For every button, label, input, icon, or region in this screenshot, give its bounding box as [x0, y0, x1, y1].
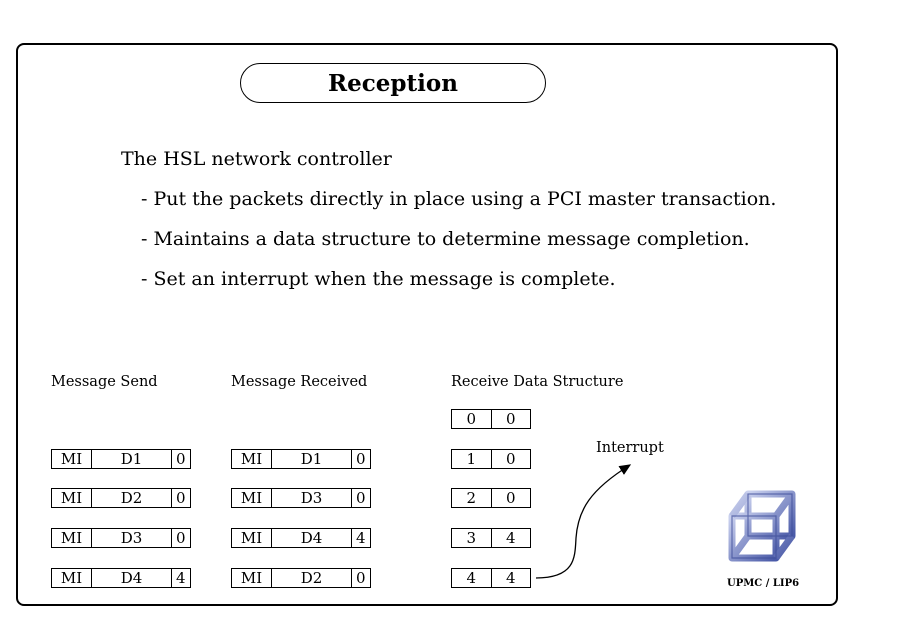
logo-caption: UPMC / LIP6 — [727, 578, 800, 589]
received-row-4: MI D2 0 — [231, 568, 371, 588]
structure-row-2-index: 2 — [452, 489, 492, 507]
slide-title-text: Reception — [328, 69, 458, 97]
send-row-2-count: 0 — [176, 489, 186, 507]
send-row-3-data: D3 — [92, 529, 172, 547]
send-row-1: MI D1 0 — [51, 449, 191, 469]
structure-row-3-value: 4 — [505, 529, 516, 547]
send-row-2-data: D2 — [92, 489, 172, 507]
structure-row-0-value: 0 — [505, 410, 516, 428]
bullet-2: - Maintains a data structure to determin… — [141, 228, 750, 250]
send-row-3: MI D3 0 — [51, 528, 191, 548]
structure-row-1: 1 0 — [451, 449, 531, 469]
received-row-1-count: 0 — [356, 450, 366, 468]
structure-row-2-value: 0 — [505, 489, 516, 507]
send-row-3-mi: MI — [52, 529, 92, 547]
send-row-4-mi: MI — [52, 569, 92, 587]
send-row-3-count: 0 — [176, 529, 186, 547]
slide-frame — [16, 43, 838, 606]
structure-row-0-index: 0 — [452, 410, 492, 428]
received-row-4-data: D2 — [272, 569, 352, 587]
received-row-3-data: D4 — [272, 529, 352, 547]
bullet-1: - Put the packets directly in place usin… — [141, 188, 777, 210]
structure-row-1-index: 1 — [452, 450, 492, 468]
received-row-1: MI D1 0 — [231, 449, 371, 469]
received-row-1-mi: MI — [232, 450, 272, 468]
send-row-2: MI D2 0 — [51, 488, 191, 508]
structure-row-0: 0 0 — [451, 409, 531, 429]
received-row-4-mi: MI — [232, 569, 272, 587]
intro-text: The HSL network controller — [121, 148, 392, 170]
send-row-2-mi: MI — [52, 489, 92, 507]
column-heading-structure: Receive Data Structure — [451, 374, 624, 390]
bullet-3: - Set an interrupt when the message is c… — [141, 268, 616, 290]
structure-row-3: 3 4 — [451, 528, 531, 548]
slide-title: Reception — [240, 63, 546, 103]
structure-row-3-index: 3 — [452, 529, 492, 547]
structure-row-1-value: 0 — [505, 450, 516, 468]
send-row-4-count: 4 — [176, 569, 186, 587]
send-row-4-data: D4 — [92, 569, 172, 587]
upmc-lip6-logo-icon — [718, 486, 810, 578]
received-row-4-count: 0 — [356, 569, 366, 587]
received-row-2-count: 0 — [356, 489, 366, 507]
send-row-1-count: 0 — [176, 450, 186, 468]
received-row-1-data: D1 — [272, 450, 352, 468]
received-row-2: MI D3 0 — [231, 488, 371, 508]
send-row-1-data: D1 — [92, 450, 172, 468]
structure-row-2: 2 0 — [451, 488, 531, 508]
structure-row-4-index: 4 — [452, 569, 492, 587]
received-row-2-mi: MI — [232, 489, 272, 507]
structure-row-4: 4 4 — [451, 568, 531, 588]
column-heading-received: Message Received — [231, 374, 368, 390]
structure-row-4-value: 4 — [505, 569, 516, 587]
interrupt-label: Interrupt — [596, 440, 664, 456]
received-row-2-data: D3 — [272, 489, 352, 507]
received-row-3-count: 4 — [356, 529, 366, 547]
received-row-3: MI D4 4 — [231, 528, 371, 548]
column-heading-send: Message Send — [51, 374, 158, 390]
send-row-1-mi: MI — [52, 450, 92, 468]
received-row-3-mi: MI — [232, 529, 272, 547]
send-row-4: MI D4 4 — [51, 568, 191, 588]
